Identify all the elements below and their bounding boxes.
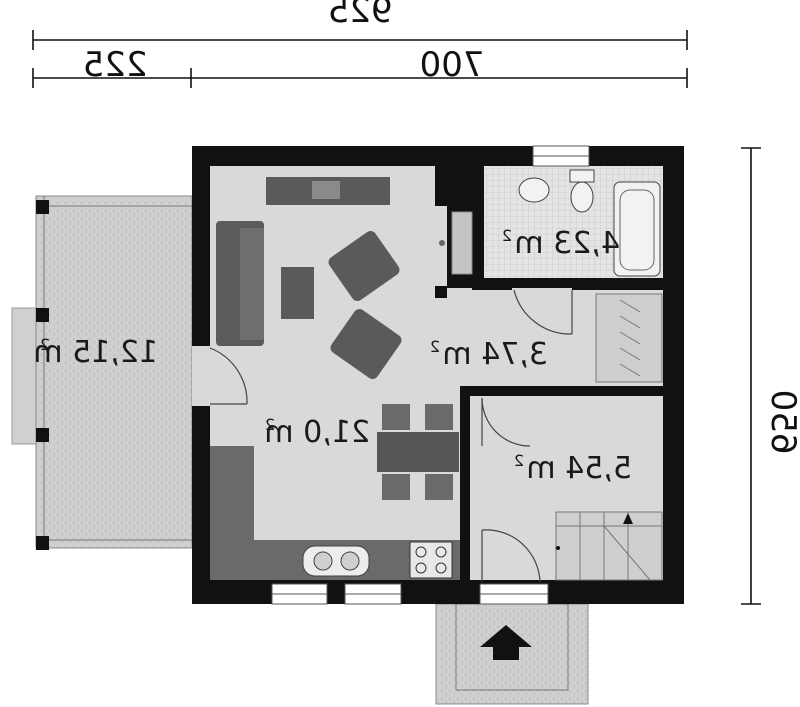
room-area-superscript: 2 [430,337,440,356]
room-area-superscript: 2 [265,415,275,434]
room-area-text: 12,15 m [33,335,158,370]
dim-right-side: 650 [763,390,800,455]
kitchen-counter [210,446,254,580]
room-label-living: 21,0 m 2 [264,415,370,450]
bathtub [613,181,661,277]
room-area-superscript: 2 [514,451,524,470]
dim-top-total: 925 [328,0,393,31]
interior-walls [435,166,663,580]
room-label-hall: 3,74 m 2 [430,337,548,372]
terrace-door-opening [192,346,210,406]
entrance-steps [435,603,589,705]
stove [409,541,453,579]
furniture [210,169,663,581]
wall-niche [451,211,473,275]
room-area-text: 5,54 m [526,451,632,486]
dim-top-right: 700 [420,45,485,85]
room-label-vestibule: 5,54 m 2 [514,451,632,486]
stair-direction-icon [623,513,633,524]
bathroom-sink [518,177,550,203]
armchair [328,230,400,302]
room-area-text: 4,23 m [514,226,620,261]
room-area-text: 3,74 m [442,337,548,372]
dining-table [377,432,459,472]
room-area-text: 21,0 m [264,415,370,450]
dim-top-left: 225 [83,45,148,85]
coffee-table [281,267,314,319]
room-label-terrace: 12,15 m 2 [33,335,158,370]
entrance-arrow-icon [480,625,532,660]
staircase [555,511,663,581]
wardrobe [595,293,663,383]
door-swings [209,289,573,583]
room-label-bathroom: 4,23 m 2 [502,226,620,261]
windows [271,145,590,605]
room-area-superscript: 2 [502,226,512,245]
room-area-superscript: 2 [40,335,50,354]
toilet [569,169,595,183]
terrace [11,195,193,550]
dimension-lines [32,30,761,605]
armchair [330,308,402,380]
